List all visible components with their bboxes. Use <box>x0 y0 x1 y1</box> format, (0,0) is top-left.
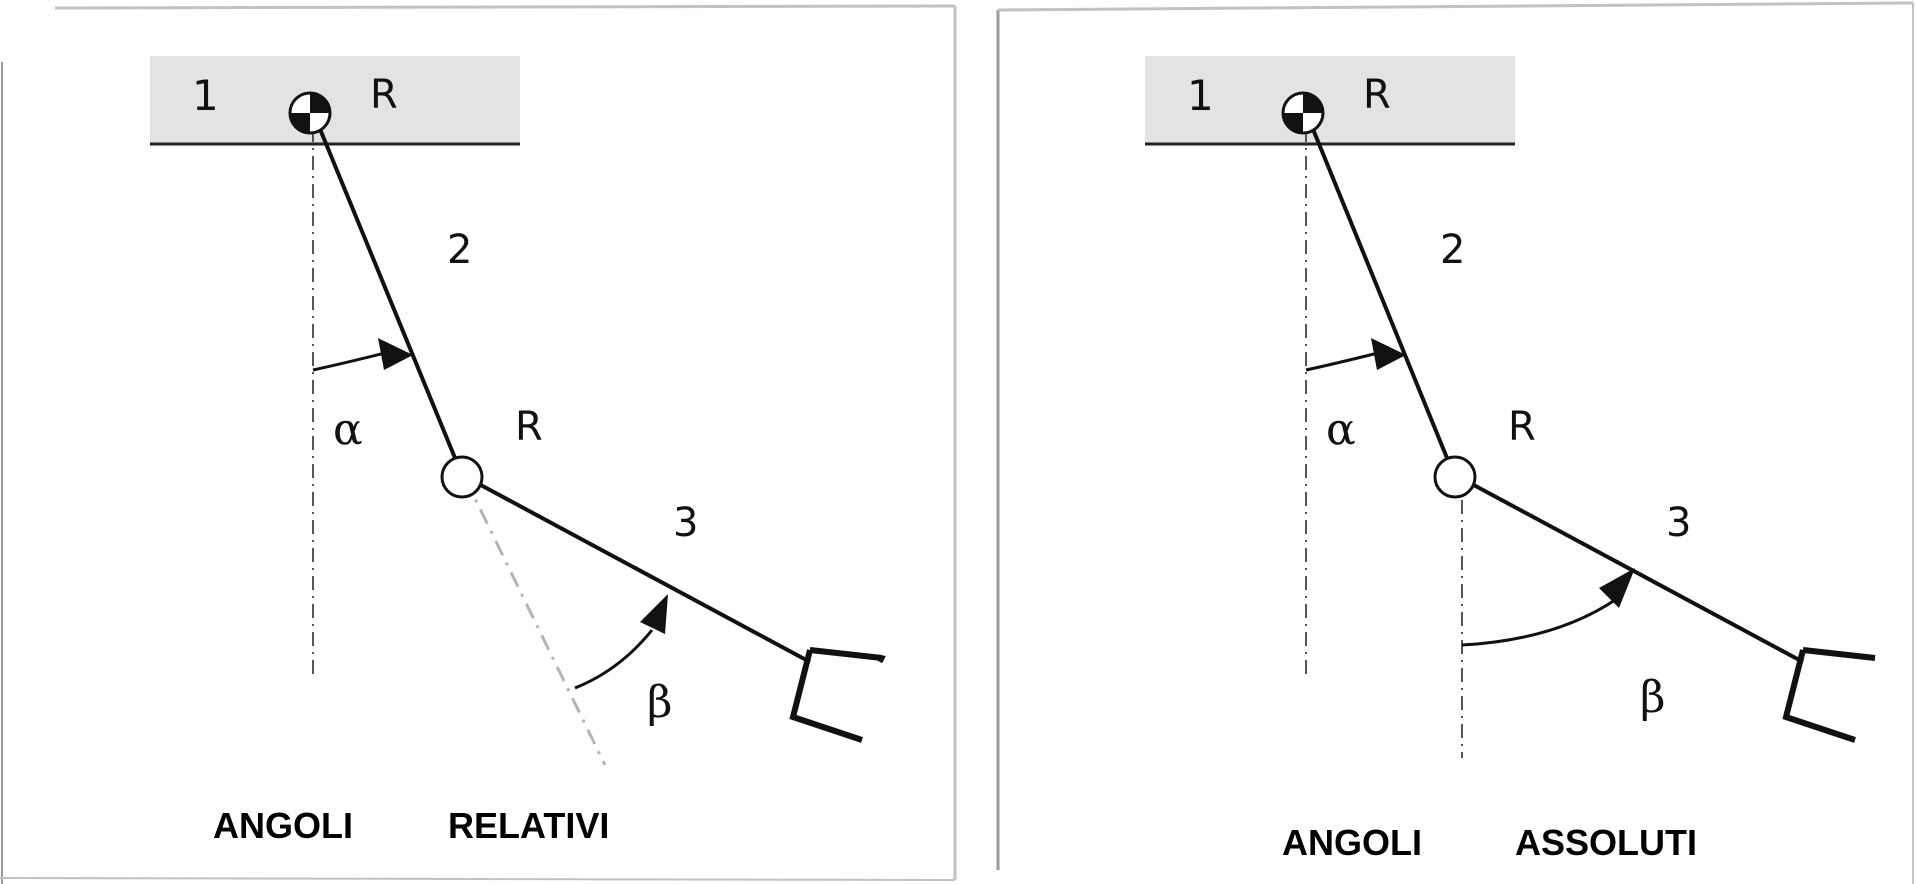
label-beta: β <box>647 677 672 728</box>
middle-joint-circle <box>440 455 484 499</box>
label-link-2: 2 <box>1440 227 1465 273</box>
link-2 <box>1304 111 1449 459</box>
label-joint-top: R <box>1363 72 1391 118</box>
alpha-arc <box>312 351 386 372</box>
link-2-extension-line <box>463 477 607 766</box>
caption-word-2: RELATIVI <box>448 805 609 846</box>
ground-block <box>150 56 520 144</box>
label-link-1: 1 <box>1187 71 1214 120</box>
gripper-jaw-lower <box>789 649 863 743</box>
label-link-3: 3 <box>673 500 698 546</box>
middle-joint-circle <box>1433 455 1477 499</box>
alpha-arc <box>1305 351 1379 372</box>
alpha-arrowhead <box>1371 338 1406 370</box>
top-joint-symbol <box>1281 91 1325 135</box>
caption-word-1: ANGOLI <box>1282 822 1422 863</box>
label-joint-mid: R <box>515 404 543 450</box>
alpha-arrowhead <box>378 338 413 370</box>
gripper-jaw-lower <box>1782 649 1856 743</box>
label-joint-mid: R <box>1508 404 1536 450</box>
caption-word-2: ASSOLUTI <box>1515 822 1697 863</box>
frame-bottom <box>0 877 956 881</box>
ground-block <box>1145 56 1515 144</box>
beta-arrowhead <box>1599 568 1635 608</box>
label-link-3: 3 <box>1666 500 1691 546</box>
label-link-2: 2 <box>447 227 472 273</box>
top-joint-symbol <box>288 91 332 135</box>
gripper-jaw-upper <box>1802 647 1876 661</box>
label-link-1: 1 <box>192 71 219 120</box>
caption-word-1: ANGOLI <box>213 805 353 846</box>
link-3 <box>1469 481 1804 664</box>
label-alpha: α <box>333 404 363 455</box>
link-3 <box>476 481 811 664</box>
link-2 <box>311 111 457 459</box>
diagram-relative-angles: 1 R 2 α R 3 β ANGOLI RELATIVI <box>0 4 957 884</box>
label-beta: β <box>1640 672 1665 723</box>
beta-arrowhead <box>640 594 668 634</box>
label-joint-top: R <box>370 72 398 118</box>
diagram-absolute-angles: 1 R 2 α R 3 β ANGOLI ASSOLUTI <box>996 1 1914 884</box>
beta-arc <box>574 629 654 690</box>
frame-top <box>997 1 1914 12</box>
beta-arc <box>1461 598 1616 647</box>
panel-relative-angles: 1 R 2 α R 3 β ANGOLI RELATIVI <box>0 4 957 884</box>
panel-absolute-angles: 1 R 2 α R 3 β ANGOLI ASSOLUTI <box>995 0 1916 884</box>
gripper-tip <box>809 647 886 664</box>
frame-top <box>54 4 956 10</box>
label-alpha: α <box>1326 404 1356 455</box>
